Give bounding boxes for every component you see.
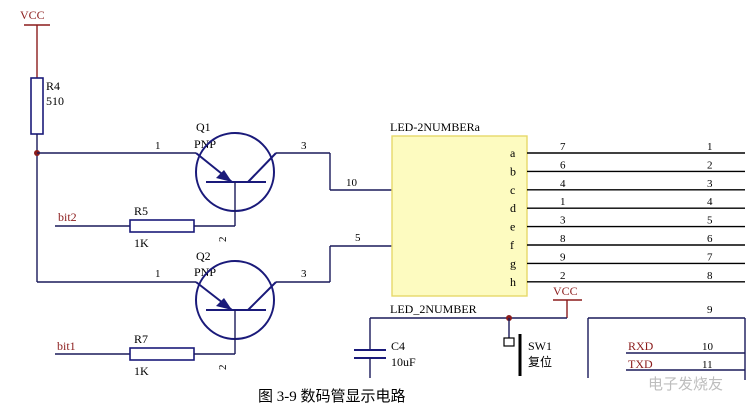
segment-net-b: 2 [707,159,713,171]
c4-ref: C4 [391,339,405,353]
r5-value: 1K [134,236,149,250]
segment-net-c: 3 [707,178,713,190]
led-module: LED-2NUMBERa a 7 1 b 6 2 c 4 3 d 1 4 e 3 5 f 8 6 g 9 7 h 2 8 LE… [390,120,745,316]
vcc-top: VCC [20,8,50,78]
r7-ref: R7 [134,332,148,346]
txd-label: TXD [628,357,653,371]
bit2-net: bit2 [58,210,77,224]
r5-resistor: bit2 R5 1K [55,204,235,250]
q2-pin-emitter: 3 [301,268,307,280]
sw1-label: 复位 [528,354,552,369]
segment-pin-g: 9 [560,251,566,263]
reset-circuit: VCC C4 10uF SW1 复位 [354,284,582,378]
figure-caption: 图 3-9 数码管显示电路 [258,388,406,405]
r4-body [30,77,44,135]
segment-pin-e: 3 [560,215,566,227]
segment-pin-d: 1 [560,196,566,208]
segment-net-a: 1 [707,141,713,153]
segment-pin-b: 6 [560,159,566,171]
q2-emitter-arrow [216,298,232,310]
vcc-right-label: VCC [553,284,578,298]
segment-net-g: 7 [707,251,713,263]
led-title: LED-2NUMBERa [390,120,481,134]
led-segment-d: d [510,201,516,215]
q2-ref: Q2 [196,249,211,263]
r4-value: 510 [46,94,64,108]
r5-body [129,219,195,233]
r4-resistor: R4 510 [30,77,64,135]
header-pin-9: 9 [707,304,713,316]
q1-pin-emitter: 3 [301,140,307,152]
led-segment-c: c [510,183,515,197]
q1-pin-collector: 2 [217,237,229,243]
led-pin-10: 10 [346,177,358,189]
led-subtitle: LED_2NUMBER [390,302,477,316]
segment-pin-c: 4 [560,178,566,190]
vcc-top-label: VCC [20,8,45,22]
q2-pin-base: 1 [155,268,161,280]
r7-value: 1K [134,364,149,378]
led-segment-a: a [510,146,516,160]
q1-ref: Q1 [196,120,211,134]
bit1-net: bit1 [57,339,76,353]
q2-pin-collector: 2 [217,365,229,371]
sw1-ref: SW1 [528,339,552,353]
c4-value: 10uF [391,355,416,369]
watermark: 电子发烧友 [648,376,723,393]
q1-emitter-arrow [216,170,232,182]
led-segment-f: f [510,238,514,252]
r7-body [129,347,195,361]
r4-ref: R4 [46,79,60,93]
rxd-label: RXD [628,339,654,353]
led-segment-g: g [510,256,516,270]
header-pin-10: 10 [702,341,714,353]
segment-net-d: 4 [707,196,713,208]
mcu-header: 9 RXD 10 TXD 11 [587,304,746,380]
segment-pin-h: 2 [560,270,566,282]
r7-resistor: bit1 R7 1K [55,332,235,378]
led-pin-5: 5 [355,232,361,244]
q1-transistor: 1 Q1 PNP 3 2 [37,120,330,242]
sw1-cap [503,337,515,347]
led-segments: a 7 1 b 6 2 c 4 3 d 1 4 e 3 5 f 8 6 g 9 7 h 2 8 [510,141,745,289]
segment-pin-f: 8 [560,233,566,245]
segment-net-h: 8 [707,270,713,282]
led-body [391,135,528,297]
segment-net-f: 6 [707,233,713,245]
led-segment-e: e [510,220,515,234]
segment-pin-a: 7 [560,141,566,153]
q2-transistor: 1 Q2 PNP 3 2 [37,249,330,370]
led-segment-h: h [510,275,516,289]
segment-net-e: 5 [707,215,713,227]
header-pin-11: 11 [702,359,713,371]
q1-pin-base: 1 [155,140,161,152]
led-segment-b: b [510,164,516,178]
r5-ref: R5 [134,204,148,218]
